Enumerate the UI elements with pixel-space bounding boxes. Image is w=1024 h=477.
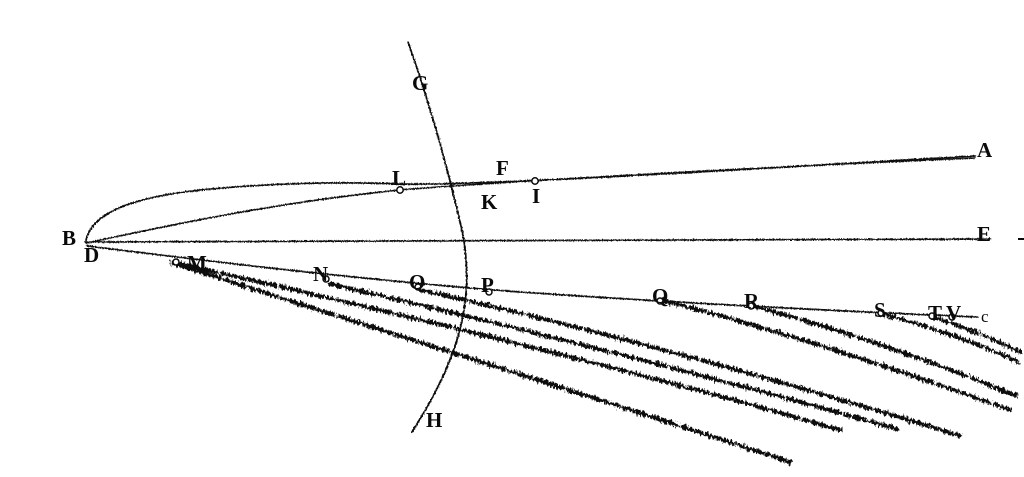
point-label-I: I (532, 184, 541, 208)
point-label-D: D (84, 243, 100, 267)
point-label-F: F (496, 156, 509, 180)
point-marker-T (928, 312, 936, 320)
point-label-M: M (187, 251, 207, 275)
dispersion-band-from-M (173, 261, 793, 465)
dispersion-bands-group (170, 260, 1022, 465)
dispersion-band-from-P (418, 288, 962, 438)
lower-ray-Dc (86, 245, 979, 318)
point-label-c: c (981, 307, 989, 326)
ray-lines-group (84, 41, 991, 433)
point-label-R: R (744, 289, 760, 313)
point-marker-R (747, 302, 755, 310)
point-label-L: L (392, 166, 407, 190)
dispersion-band-from-Q-left (328, 282, 902, 432)
point-marker-Q-left (414, 283, 422, 291)
point-label-K: K (481, 190, 498, 214)
point-marker-P (485, 288, 493, 296)
point-label-Q2: Q (652, 284, 669, 308)
refracting-curve-GH (407, 41, 468, 433)
point-marker-S (877, 309, 885, 317)
point-marker-V (948, 313, 956, 321)
point-marker-N (322, 275, 330, 283)
point-label-A: A (977, 138, 993, 162)
upper-ray-inner-BLA (85, 157, 976, 244)
dispersion-band-from-Q-right (658, 298, 1012, 412)
point-label-H: H (426, 408, 443, 432)
point-marker-L (396, 186, 404, 194)
point-label-V: V (946, 301, 962, 325)
dispersion-band-from-N (170, 260, 842, 432)
point-marker-I (531, 177, 539, 185)
dispersion-band-from-S (880, 312, 1020, 364)
point-label-E: E (977, 222, 992, 246)
upper-ray-outer-BLA (85, 155, 976, 241)
edge-marks-group (1018, 238, 1024, 240)
point-marker-M (172, 258, 180, 266)
right-edge-tick (1018, 238, 1024, 240)
point-label-S: S (874, 298, 886, 322)
point-label-G: G (412, 71, 429, 95)
point-label-B: B (62, 226, 77, 250)
point-label-N: N (313, 262, 329, 286)
point-markers-group (172, 177, 956, 321)
dispersion-band-from-T (933, 316, 1022, 354)
point-label-P: P (481, 273, 494, 297)
axis-line-BE (84, 238, 991, 243)
dispersion-band-from-R (750, 304, 1018, 398)
point-label-Q: Q (409, 270, 426, 294)
point-label-T: T (928, 301, 943, 325)
point-marker-Q-right (656, 297, 664, 305)
